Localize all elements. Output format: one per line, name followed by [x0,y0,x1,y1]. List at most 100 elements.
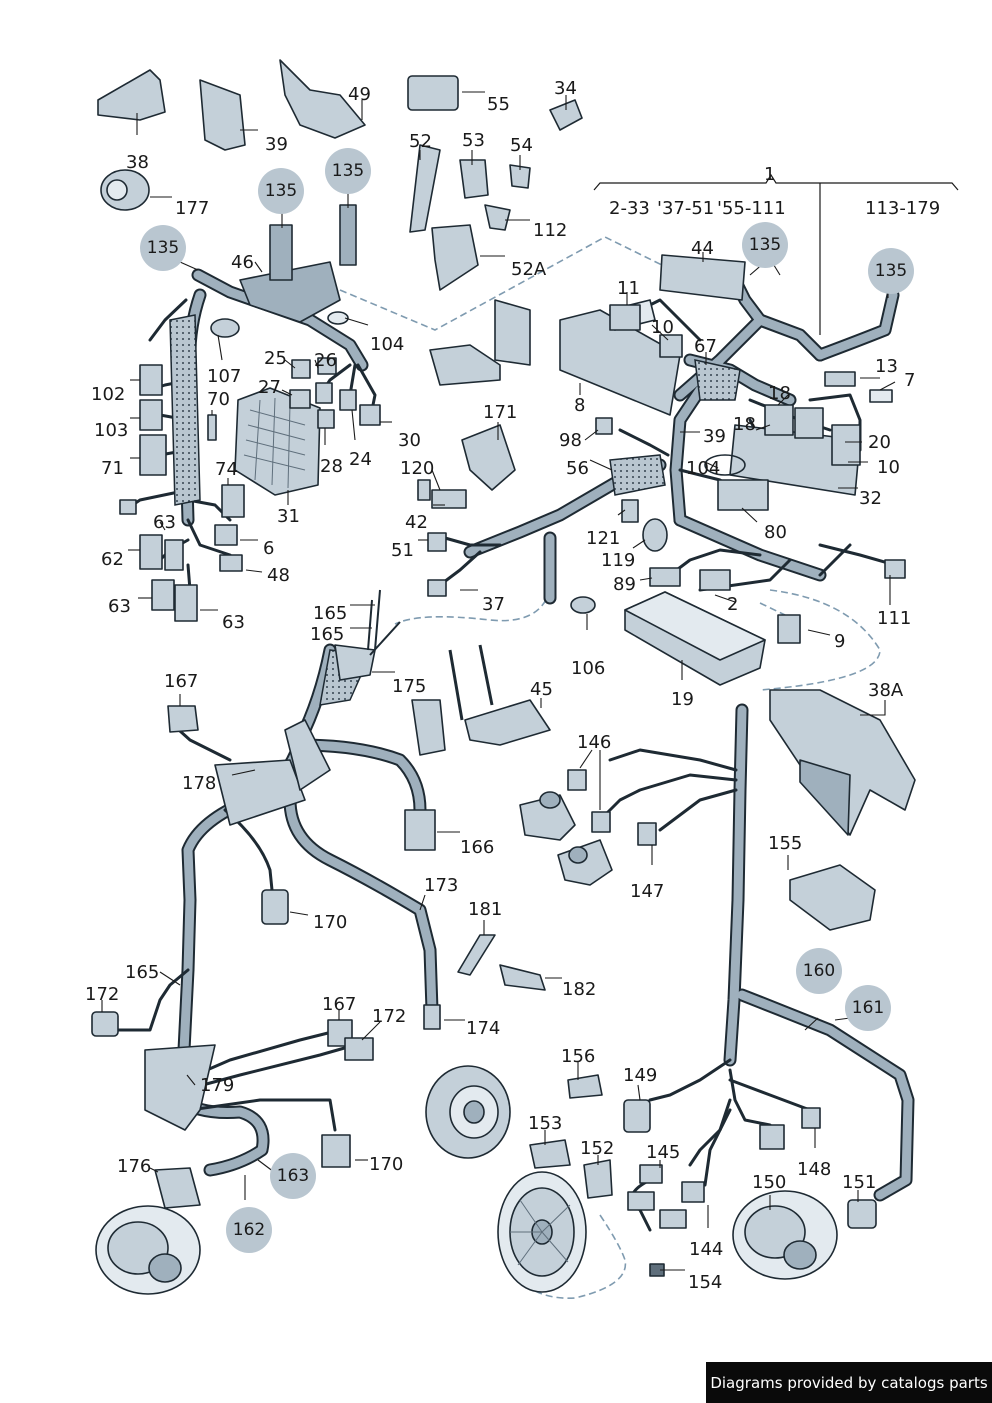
range-label: 2-33 [609,198,650,219]
credit-banner: Diagrams provided by catalogs parts [706,1362,992,1403]
splitter-175 [334,644,376,681]
part-label: 54 [510,135,533,156]
connector-144 [681,1181,705,1203]
connector-102 [139,364,163,396]
part-label: 24 [349,449,372,470]
clip-38 [97,69,166,121]
connector-48 [219,554,243,572]
connector-62 [139,534,163,570]
connector-147 [637,822,657,846]
connector-149 [623,1099,651,1133]
part-label: 46 [231,252,254,273]
part-label: 178 [182,773,217,794]
part-label: 148 [797,1159,832,1180]
part-label: 25 [264,348,287,369]
part-label: 70 [207,389,230,410]
connector-55 [407,75,459,111]
connector-9 [777,614,801,644]
part-label: 10 [877,457,900,478]
part-label: 31 [277,506,300,527]
part-label: 147 [630,881,665,902]
part-label: 172 [85,984,120,1005]
range-label: '55-111 [717,198,786,219]
part-label: 39 [703,426,726,447]
connector-28 [317,409,335,429]
part-label: 165 [310,624,345,645]
part-label: 98 [559,430,582,451]
part-label: 102 [91,384,126,405]
sensor-174 [423,1004,441,1030]
bracket-182 [499,964,546,991]
part-label: 62 [101,549,124,570]
connector-119 [642,518,668,552]
group-bracket [593,173,959,335]
part-label: 30 [398,430,421,451]
part-label: 181 [468,899,503,920]
part-label: 144 [689,1239,724,1260]
horn-lower [557,839,613,886]
clip-34 [549,99,583,131]
connector-150-plug [759,1124,785,1150]
connector-121 [621,499,639,523]
clip-156 [567,1074,603,1099]
part-label: 13 [875,356,898,377]
part-label: 179 [200,1075,235,1096]
connector-11 [609,304,641,331]
bracket-52 [409,144,441,233]
fuse-7 [869,389,893,403]
part-label: 112 [533,220,568,241]
range-label: '37-51 [657,198,715,219]
clip-104 [327,311,349,325]
connector-71 [139,434,167,476]
part-label: 154 [688,1272,723,1293]
connector-25 [291,359,311,379]
connector-30 [359,404,381,426]
part-label: 119 [601,550,636,571]
leader-lines [101,91,896,1271]
part-label: 18 [733,414,756,435]
part-label: 170 [313,912,348,933]
tie-106 [570,596,596,614]
connector-27 [289,389,311,409]
connector-63 [151,579,175,611]
bracket-45 [411,699,446,756]
part-label: 145 [646,1142,681,1163]
fuse-13 [824,371,856,387]
holder-49 [279,59,366,139]
part-label: 107 [207,366,242,387]
bracket-171 [461,424,516,491]
connector-37 [427,579,447,597]
bracket-181 [457,934,496,976]
part-label: 48 [267,565,290,586]
control-unit-80 [717,479,769,511]
part-label: 45 [530,679,553,700]
part-label: 27 [258,377,281,398]
bracket-152 [583,1159,613,1199]
part-label: 167 [164,671,199,692]
part-label: 63 [153,512,176,533]
plug-120 [417,479,431,501]
ref-circle-163: 163 [270,1153,316,1199]
clip-53 [459,159,489,199]
clip-54 [509,164,531,189]
part-label: 170 [369,1154,404,1175]
dashed-connection-lines [339,236,881,1299]
part-label: 155 [768,833,803,854]
group-number: 1 [764,164,776,185]
part-label: 156 [561,1046,596,1067]
ref-circle-135: 135 [140,225,186,271]
part-label: 173 [424,875,459,896]
bracket-178 [214,759,306,826]
connector-74 [221,484,245,518]
part-label: 53 [462,130,485,151]
bracket-44 [659,254,746,301]
range-label: 113-179 [865,198,941,219]
part-label: 32 [859,488,882,509]
part-label: 103 [94,420,129,441]
part-label: 71 [101,458,124,479]
part-label: 52 [409,131,432,152]
connector-89 [649,567,681,587]
connector-166 [404,809,436,851]
part-label: 120 [400,458,435,479]
